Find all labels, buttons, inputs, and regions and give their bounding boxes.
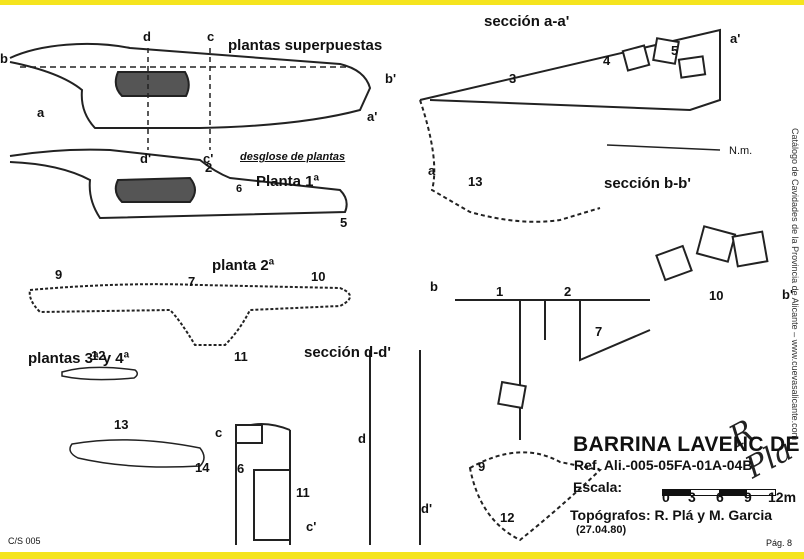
section-a-floor [419,99,601,223]
scale-tick-3: 3 [688,489,696,505]
surveyors: Topógrafos: R. Plá y M. Garcia [570,507,773,523]
plan-3-outline [61,366,138,381]
marker-d: d [143,29,151,44]
marker-a-prime-section: a' [730,31,741,46]
marker-c-prime: c' [203,151,214,166]
section-c-chamber [253,469,291,541]
superimposed-plan-shaded [114,71,190,97]
section-aa-title: sección a-a' [484,13,570,30]
plan-2-outline [28,283,351,346]
section-b-lower-chamber [468,451,603,542]
plan-breakdown-title: desglose de plantas [240,151,346,163]
point-6-section: 6 [237,461,245,476]
plan-2-title: planta 2ª [212,257,275,274]
scale-bar [662,489,776,496]
section-b-outline [455,299,651,440]
marker-d-prime-section: d' [421,501,433,516]
point-10-plan: 10 [311,269,326,284]
point-5-plan: 5 [340,215,348,230]
side-caption: Catálogo de Cavidades de la Provincia de… [790,128,800,441]
superimposed-plans-title: plantas superpuestas [228,37,383,54]
scale-tick-9: 9 [744,489,752,505]
plan-1-shaded [114,176,196,203]
point-12-plan: 12 [91,348,106,363]
section-a-roof [419,28,721,112]
section-bb-title: sección b-b' [604,175,691,192]
bottom-border [0,552,804,559]
point-4-section: 4 [603,53,611,68]
point-7-section: 7 [595,324,603,339]
north-arrow [606,144,721,151]
marker-d-section: d [358,431,366,446]
marker-d-prime: d' [140,151,152,166]
scale-tick-12m: 12m [768,489,797,505]
point-13-plan: 13 [114,417,129,432]
point-11-section: 11 [296,485,310,500]
plans-3-4-title: plantas 3ª y 4ª [28,350,130,367]
scale-label: Escala: [573,479,623,495]
point-2-plan: 2 [205,160,213,175]
point-5-section: 5 [671,43,679,58]
reference-code: Ref. Ali.-005-05FA-01A-04B [574,457,753,473]
scale-tick-6: 6 [716,489,724,505]
point-3-section: 3 [509,71,517,86]
point-2-section: 2 [564,284,572,299]
point-1-section: 1 [496,284,504,299]
point-11-plan: 11 [234,349,248,364]
plan-1-outline [9,148,348,220]
marker-b: b [0,51,8,66]
marker-c-prime-section: c' [306,519,317,534]
marker-c: c [207,29,215,44]
plan-1-title: Planta 1ª [256,173,320,190]
point-13-section: 13 [468,174,483,189]
plan-4-outline [69,439,205,468]
point-12-section: 12 [500,510,515,525]
marker-b-section: b [430,279,438,294]
marker-a-prime: a' [367,109,378,124]
point-9-section: 9 [478,459,486,474]
superimposed-plan-outline [9,42,372,129]
footer-code: C/S 005 [8,536,41,546]
section-dd-title: sección d-d' [304,344,391,361]
marker-a-section: a [428,163,436,178]
marker-a: a [37,105,45,120]
page-number: Pág. 8 [766,538,793,548]
survey-date: (27.04.80) [576,524,627,536]
point-9-plan: 9 [55,267,63,282]
marker-c-section: c [215,425,223,440]
top-border [0,0,804,5]
point-6-plan: 6 [236,183,243,195]
north-label: N.m. [729,145,753,157]
point-10-section: 10 [709,288,724,303]
scale-tick-0: 0 [662,489,670,505]
marker-b-prime: b' [385,71,397,86]
marker-b-prime-section: b' [782,287,794,302]
cave-name: BARRINA LAVENC DE [573,433,800,456]
section-d-outline [369,350,421,545]
point-7-plan: 7 [188,274,196,289]
point-14-plan: 14 [195,460,210,475]
